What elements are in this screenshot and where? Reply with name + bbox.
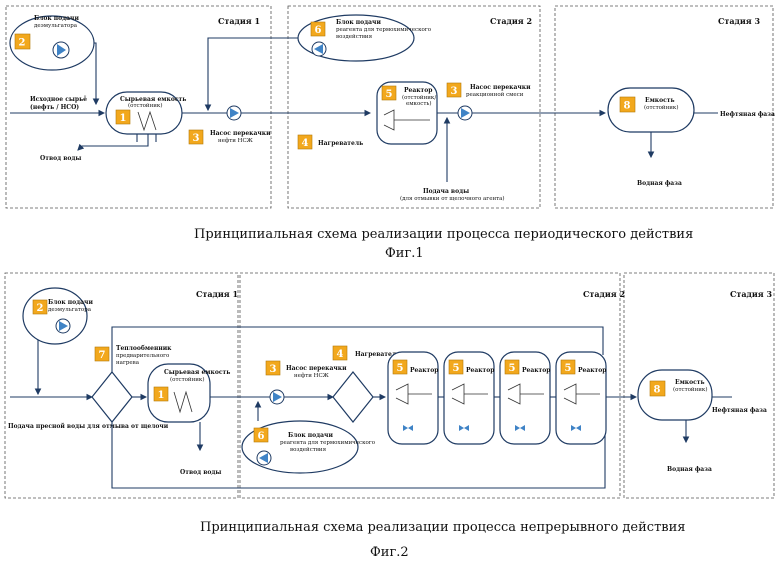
fig2-reactor-3-badge: 5 <box>509 363 516 374</box>
fig1-stage1-label: Стадия 1 <box>218 16 260 26</box>
fig2-reactor-3-label: Реактор <box>522 367 550 374</box>
fig2-raw-tank-label-2: (отстойник) <box>170 376 205 383</box>
fig1-reactor-label-1: Реактор <box>404 87 432 94</box>
fig2-water-phase-label: Водная фаза <box>667 466 712 473</box>
fig2-reactor-1: 5 Реактор <box>388 352 438 444</box>
fig1-water-phase-label: Водная фаза <box>637 180 682 187</box>
fig2-label: Фиг.2 <box>370 545 409 560</box>
fig2-reactor-4-badge: 5 <box>565 363 572 374</box>
fig2-caption: Принципиальная схема реализации процесса… <box>200 520 685 535</box>
fig2-water-out-label: Отвод воды <box>180 469 221 476</box>
fig2-stage1-label: Стадия 1 <box>196 289 238 299</box>
fig1-settler-label-1: Емкость <box>645 97 675 104</box>
fig1-demulsifier-label-1: Блок подачи <box>34 15 79 22</box>
fig1-badge-6-num: 6 <box>315 25 322 36</box>
fig2-heat-exchanger <box>92 372 132 422</box>
fig2-reactor-3: 5 Реактор <box>500 352 550 444</box>
fig2-fresh-water-label: Подача пресной воды для отмыва от щелочи <box>8 423 169 430</box>
fig1-reagent-label-1: Блок подачи <box>336 19 381 26</box>
fig1-raw-input-label-1: Исходное сырьё <box>30 96 87 103</box>
fig1-water-feed-label-2: (для отмывки от щелочного агента) <box>400 195 505 202</box>
fig1-water-feed-label-1: Подача воды <box>423 188 469 195</box>
fig1-oil-phase-label: Нефтяная фаза <box>720 111 775 118</box>
fig2-settler-label-2: (отстойник) <box>673 386 708 393</box>
fig2-reagent-label-1: Блок подачи <box>288 432 333 439</box>
fig2-demulsifier-label-1: Блок подачи <box>48 299 93 306</box>
fig1-reagent-label-3: воздействия <box>336 34 373 40</box>
fig2-reactor-1-label: Реактор <box>410 367 438 374</box>
fig1-raw-tank-label-1: Сырьевая емкость <box>120 96 186 103</box>
fig2-reactor-4-label: Реактор <box>578 367 606 374</box>
fig2-reactor-2-label: Реактор <box>466 367 494 374</box>
fig2-badge-4-num: 4 <box>337 349 344 360</box>
fig1-demulsifier-line <box>94 43 96 104</box>
fig2-reactor-1-badge: 5 <box>397 363 404 374</box>
fig1-badge-4-num: 4 <box>302 138 309 149</box>
fig2-pump3-label-1: Насос перекачки <box>286 365 347 372</box>
fig1-badge-3b-num: 3 <box>451 86 458 97</box>
fig2-heat-exchanger-label-3: нагрева <box>116 360 140 366</box>
fig2-heater <box>333 372 373 422</box>
fig2-settler-label-1: Емкость <box>675 379 705 386</box>
figure-2: Стадия 1 Стадия 2 Стадия 3 2 Блок подачи… <box>5 273 774 560</box>
fig2-badge-3-num: 3 <box>270 364 277 375</box>
fig1-reactor-label-2: (отстойник/ <box>402 94 436 101</box>
fig2-heat-exchanger-label-2: предварительного <box>116 353 170 359</box>
fig1-heater-label: Нагреватель <box>318 140 363 147</box>
fig1-settler-label-2: (отстойник) <box>644 104 679 111</box>
fig1-demulsifier-label-2: деэмульгатора <box>34 23 78 29</box>
fig1-reactor-label-3: емкость) <box>406 100 432 107</box>
fig1-mix-pump-label-1: Насос перекачки <box>470 84 531 91</box>
fig2-badge-6-num: 6 <box>258 431 265 442</box>
fig2-raw-tank-label-1: Сырьевая емкость <box>164 369 230 376</box>
fig1-reagent-label-2: реагента для термохимического <box>336 27 432 33</box>
fig1-badge-5-num: 5 <box>386 89 393 100</box>
fig2-badge-8-num: 8 <box>654 385 661 396</box>
fig1-badge-3a-num: 3 <box>193 133 200 144</box>
fig2-settler <box>638 370 712 420</box>
fig2-badge-2-num: 2 <box>37 303 44 314</box>
fig2-demulsifier-label-2: деэмульгатора <box>48 307 92 313</box>
fig1-reagent-line <box>208 38 298 110</box>
fig2-reagent-label-3: воздействия <box>290 447 327 453</box>
fig1-badge-8-num: 8 <box>624 101 631 112</box>
fig2-badge-1-num: 1 <box>158 390 165 401</box>
fig2-demulsifier-vessel <box>23 288 87 344</box>
fig1-stage2-label: Стадия 2 <box>490 16 532 26</box>
fig2-stage2-label: Стадия 2 <box>583 289 625 299</box>
fig1-stage3-label: Стадия 3 <box>718 16 760 26</box>
fig1-pump3-label-1: Насос перекачки <box>210 130 271 137</box>
fig2-oil-phase-label: Нефтяная фаза <box>712 407 767 414</box>
fig1-raw-tank-label-2: (отстойник) <box>128 102 163 109</box>
fig1-label: Фиг.1 <box>385 246 424 261</box>
fig1-raw-tank-legs <box>137 134 156 142</box>
fig1-water-out-label: Отвод воды <box>40 155 81 162</box>
fig1-mix-pump-label-2: реакционной смеси <box>466 92 524 98</box>
fig2-stage3-label: Стадия 3 <box>730 289 772 299</box>
fig1-raw-input-label-2: (нефть / НСО) <box>30 104 79 111</box>
fig2-reactor-2-badge: 5 <box>453 363 460 374</box>
fig2-badge-7-num: 7 <box>99 350 106 361</box>
fig1-caption: Принципиальная схема реализации процесса… <box>194 227 693 242</box>
fig1-pump3-label-2: нефти НСЖ <box>218 137 254 144</box>
fig2-heat-exchanger-label-1: Теплообменник <box>116 345 172 352</box>
fig1-badge-2-num: 2 <box>19 38 26 49</box>
figure-1: Стадия 1 Стадия 2 Стадия 3 2 Блок подачи… <box>6 6 775 261</box>
fig2-reagent-label-2: реагента для термохимического <box>280 440 376 446</box>
fig2-reactor-4: 5 Реактор <box>556 352 606 444</box>
fig2-reactor-2: 5 Реактор <box>444 352 494 444</box>
fig1-badge-1-num: 1 <box>120 113 127 124</box>
fig2-pump3-label-2: нефти НСЖ <box>294 372 330 379</box>
